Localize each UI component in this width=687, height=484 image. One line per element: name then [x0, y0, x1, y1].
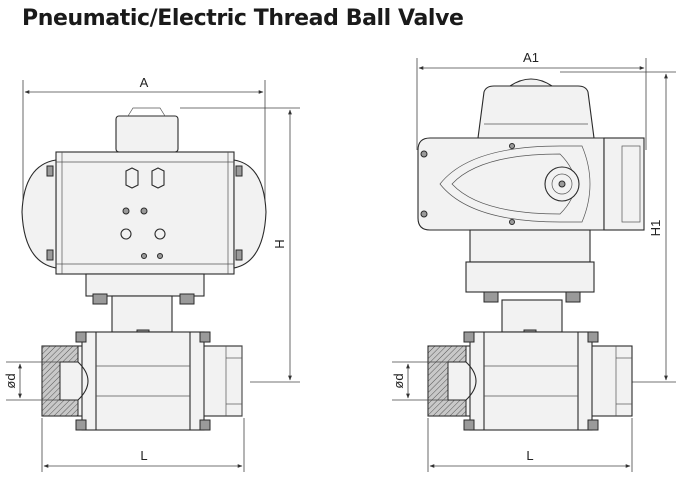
page-title: Pneumatic/Electric Thread Ball Valve [22, 6, 464, 31]
actuator-left-endcap [21, 159, 57, 269]
electric-side-box [603, 137, 645, 231]
dimension-a1: A1 [416, 50, 647, 150]
valve-stem-neck [111, 295, 173, 333]
dimension-d: ød [3, 361, 60, 401]
dimension-d-label: ød [3, 373, 18, 388]
electric-actuator-cover [477, 85, 595, 139]
dimension-a1-label: A1 [523, 50, 539, 65]
dimension-a-label: A [140, 75, 149, 90]
air-port-right [151, 167, 165, 189]
air-port-left [125, 167, 139, 189]
pneumatic-valve-body [41, 331, 243, 431]
dimension-h1: H1 [560, 71, 676, 383]
electric-top-dome [508, 78, 554, 87]
dimension-h1-label: H1 [648, 220, 663, 237]
dimension-d-electric-label: ød [391, 373, 406, 388]
dimension-l-electric-label: L [526, 448, 533, 463]
mounting-bracket [85, 273, 205, 297]
electric-mounting-bracket [465, 261, 595, 293]
pneumatic-valve-drawing: A H [3, 75, 300, 472]
dimension-l-electric: L [427, 418, 633, 472]
dimension-h-label: H [272, 239, 287, 248]
electric-valve-drawing: A1 H1 [391, 50, 676, 472]
dimension-a: A [22, 75, 266, 215]
dimension-h: H [180, 107, 300, 383]
electric-neck [469, 229, 591, 263]
dimension-d-electric: ød [391, 361, 448, 401]
dimension-l-label: L [140, 448, 147, 463]
actuator-top-cap [115, 115, 179, 153]
electric-valve-body [427, 331, 633, 431]
dimension-l: L [41, 418, 245, 472]
actuator-right-endcap [233, 159, 267, 269]
